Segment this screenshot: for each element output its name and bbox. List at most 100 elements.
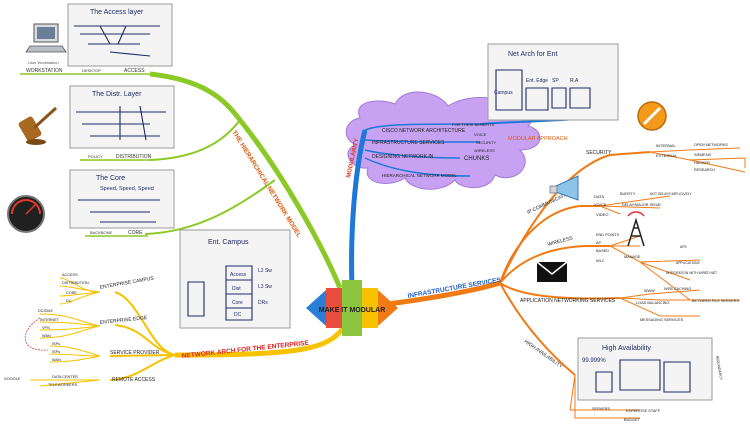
service-provider-node[interactable]: SERVICE PROVIDER ISPs ISPs WAN [52, 342, 160, 362]
enterprise-arch-sketch: Net Arch for Ent Campus Ent. Edge SP R.A [487, 43, 619, 121]
wireless-label: WIRELESS [547, 235, 574, 248]
ent-campus-sketch-title: Ent. Campus [208, 239, 249, 246]
core-label: CORE [128, 230, 143, 236]
redundancy-label: REDUNDANCY [715, 355, 723, 381]
high-availability-sketch: High Availability 99.999% [577, 337, 713, 401]
delay-major-issue-label: DELAY/MAJOR ISSUE [622, 203, 661, 207]
hierarchical-branch-title[interactable]: THE HIERARCHICAL NETWORK MODEL [230, 129, 302, 239]
data-center-label: DATA CENTER [52, 375, 78, 379]
user-workstation-caption: User Workstation [28, 60, 59, 65]
campus-sketch-core: Core [232, 300, 243, 306]
www-label: WWW [644, 289, 655, 293]
wrench-icon [637, 101, 667, 131]
sp-isps-2-label: ISPs [52, 350, 60, 354]
enterprise-edge-node[interactable]: ENTERPRISE EDGE DC/DMZ INTERNET VPN WAN [38, 309, 148, 338]
hierarchical-network-model-sub-label: HIERARCHICAL NETWORK MODEL [382, 173, 457, 178]
wireless-sub-label: WIRELESS [474, 148, 495, 153]
edge-dmz-label: DC/DMZ [38, 309, 53, 313]
campus-access-label: ACCESS [62, 273, 78, 277]
application-networking-node[interactable]: APPLICATION NETWORKING SERVICES WWW WEB … [520, 287, 739, 322]
central-topic[interactable]: MAKE IT MODULAR [306, 280, 398, 336]
antenna-tower-icon [627, 211, 645, 247]
workstation-icon [25, 23, 67, 53]
enterprise-campus-label: ENTERPRISE CAMPUS [99, 275, 155, 291]
research-label: RESEARCH [694, 168, 715, 172]
application-networking-label: APPLICATION NETWORKING SERVICES [520, 298, 616, 304]
core-sketch-title: The Core [96, 175, 125, 182]
designing-network-in-label: DESIGNING NETWORK IN [372, 154, 434, 160]
campus-sketch-l2sw: L2 Sw [258, 268, 272, 274]
voice-label: VOICE [474, 132, 487, 137]
video-label: VIDEO [596, 212, 608, 217]
speedometer-icon [7, 195, 45, 233]
servers-label: SERVERS [592, 407, 611, 411]
core-node[interactable]: CORE BACKBONE [90, 230, 143, 236]
campus-sketch-drs: DRs [258, 300, 268, 306]
hacker-label: HACKER [694, 161, 710, 165]
security-sub-label: SECURITY [476, 140, 497, 145]
access-layer-sketch: The Access layer [67, 3, 173, 67]
teleworkers-label: TELEWORKERS [48, 383, 78, 387]
service-provider-label: SERVICE PROVIDER [110, 350, 160, 356]
core-sketch-note: Speed, Speed, Speed [100, 186, 154, 192]
end-points-label: END POINTS [596, 233, 620, 237]
infrastructure-icons [536, 101, 667, 282]
data-label: DATA [594, 194, 604, 199]
bursty-label: BURSTY [620, 192, 636, 196]
chunks-label: CHUNKS [464, 156, 489, 162]
sketch-label-campus: Campus [494, 90, 513, 96]
megaphone-icon [549, 175, 579, 201]
campus-sketch-l3sw: L3 Sw [258, 284, 272, 290]
sp-wan-label: WAN [52, 358, 61, 362]
open-networks-label: OPEN NETWORKS [694, 143, 728, 147]
sketch-label-ent-edge: Ent. Edge [526, 78, 548, 84]
access-sketch-title: The Access layer [90, 9, 144, 16]
campus-core-label: CORE [66, 291, 77, 295]
internal-label: INTERNAL [656, 143, 677, 148]
enterprise-edge-label: ENTERPRISE EDGE [100, 315, 149, 326]
ha-sketch-figure: 99.999% [582, 358, 606, 364]
distribution-label: DISTRIBUTION [116, 154, 152, 160]
external-label: EXTERNAL [656, 153, 678, 158]
manage-label: MANAGE [624, 255, 641, 259]
security-node[interactable]: SECURITY INTERNAL EXTERNAL OPEN NETWORKS… [586, 143, 728, 172]
backbone-label: BACKBONE [90, 230, 113, 235]
google-label: GOOGLE [4, 377, 21, 381]
cisco-network-architecture-label: CISCO NETWORK ARCHITECTURE [382, 128, 466, 134]
workstation-label: WORKSTATION [26, 68, 63, 74]
modular-approach-label: MODULAR APPROACH [508, 136, 568, 142]
edge-vpn-label: VPN [42, 326, 50, 330]
access-node[interactable]: ACCESS WORKSTATION DESKTOP User Workstat… [26, 60, 145, 74]
modularity-items[interactable]: CISCO NETWORK ARCHITECTURE FOR THEIR BEN… [372, 122, 568, 178]
wireless-node[interactable]: WIRELESS END POINTS AP BASED WLC MANAGE … [547, 233, 717, 275]
remote-access-label: REMOTE ACCESS [112, 377, 156, 383]
gavel-icon [18, 106, 58, 145]
budget-label: BUDGET [624, 418, 641, 422]
web-caching-label: WEB CACHING [664, 287, 691, 291]
siemens-label: SIEMENS [694, 153, 712, 157]
messaging-services-label: MESSAGING SERVICES [640, 318, 684, 322]
distribution-sketch-title: The Distr. Layer [92, 91, 142, 98]
between-file-servers-label: BETWEEN FILE SERVERS [692, 299, 739, 303]
remote-access-node[interactable]: REMOTE ACCESS DATA CENTER TELEWORKERS GO… [4, 375, 156, 387]
core-layer-sketch: The Core Speed, Speed, Speed [69, 169, 175, 229]
load-balancing-label: LOAD BALANCING [636, 301, 669, 305]
campus-sketch-dist: Dist [232, 286, 241, 292]
central-topic-label: MAKE IT MODULAR [319, 307, 386, 314]
sketch-label-sp: SP [552, 78, 559, 84]
voice-ip-label: VOICE [594, 202, 607, 207]
distribution-node[interactable]: DISTRIBUTION POLICY [88, 154, 152, 160]
expertise-staff-label: EXPERTISE STAFF [626, 409, 661, 413]
ha-sketch-title: High Availability [602, 345, 651, 352]
edge-wan-label: WAN [42, 334, 51, 338]
access-label: ACCESS [124, 68, 145, 74]
campus-sketch-dc: DC [234, 312, 242, 318]
edge-internet-label: INTERNET [40, 318, 60, 322]
infrastructure-services-label: INFRASTRUCTURE SERVICES [372, 140, 445, 146]
applications-label: APPLICATIONS [676, 261, 701, 265]
desktop-label: DESKTOP [82, 68, 101, 73]
sp-isps-1-label: ISPs [52, 342, 60, 346]
sketch-label-ra: R.A [570, 78, 579, 84]
integration-label: INTEGRATION WITH WIRED NET [666, 271, 717, 275]
